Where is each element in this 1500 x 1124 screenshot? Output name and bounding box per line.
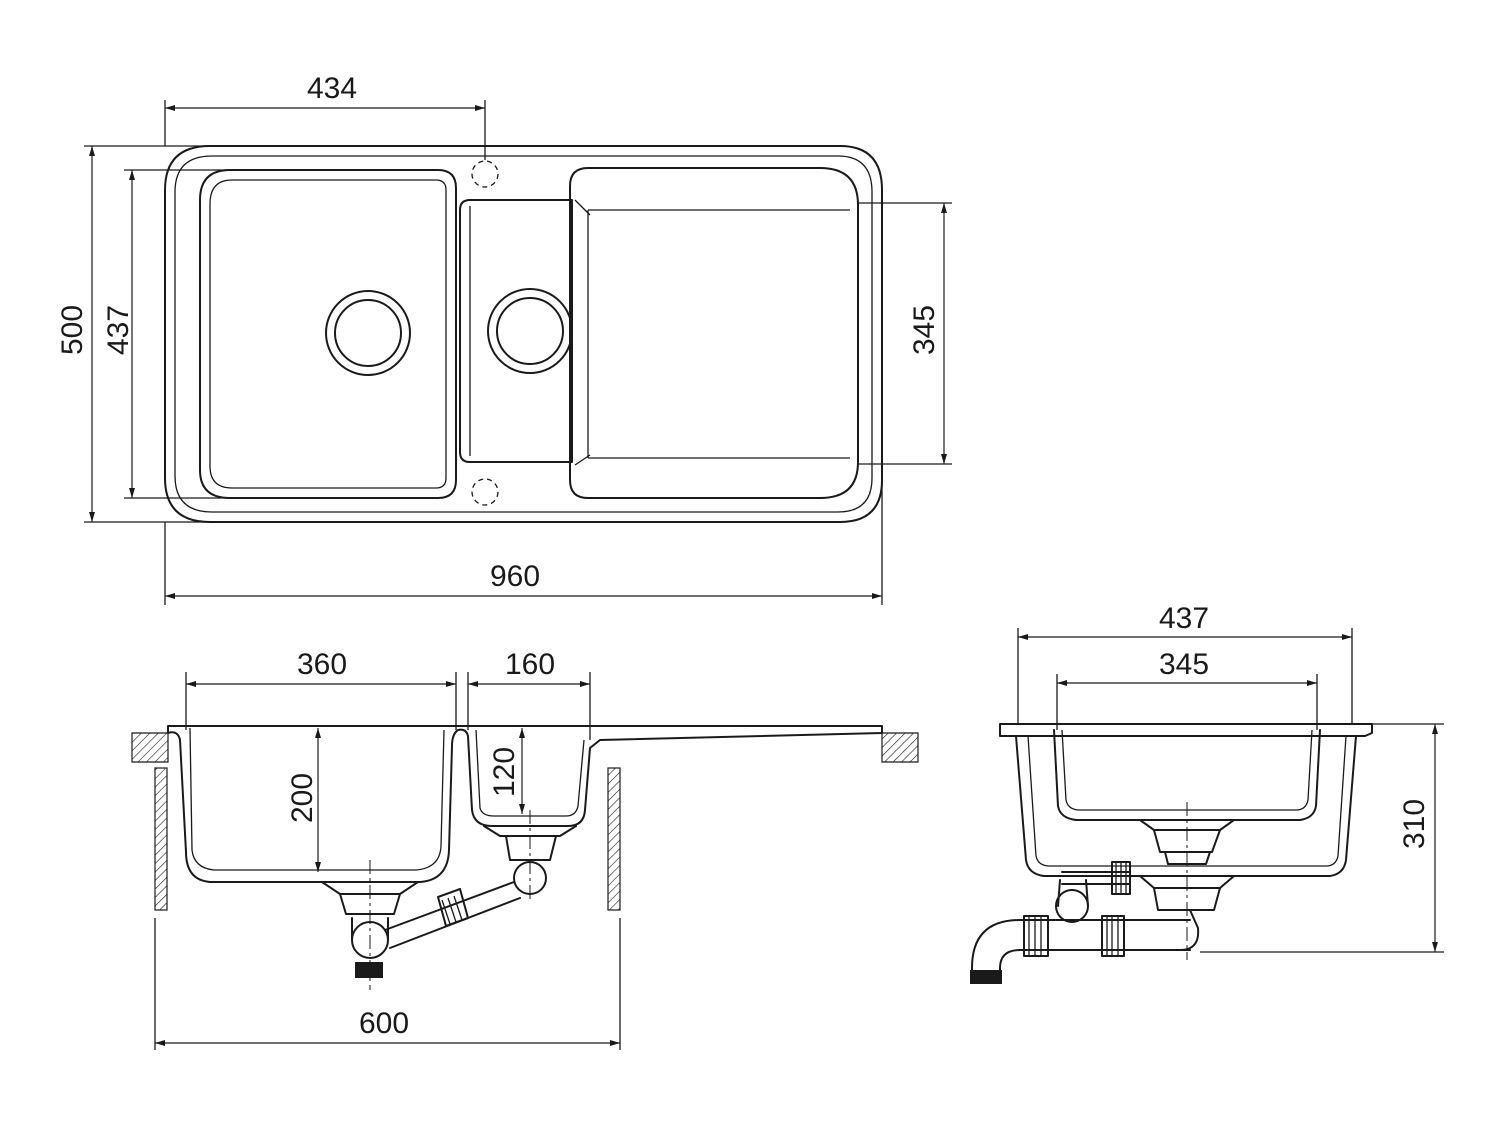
large-bowl-drain	[325, 290, 411, 376]
dim-front-small-bowl-height: 120	[488, 747, 521, 797]
sink-outline	[164, 145, 883, 523]
worktop-left	[131, 732, 169, 763]
worktop-right	[881, 732, 919, 763]
top-view: 434 960 500 437 345	[56, 72, 952, 605]
large-bowl-drain-inner	[334, 299, 402, 367]
large-bowl	[199, 169, 457, 499]
dim-drainer-depth: 345	[908, 305, 941, 355]
dim-top-depth: 500	[56, 305, 89, 355]
dim-side-inner-width: 345	[1159, 648, 1209, 681]
dim-bowl-depth: 437	[102, 305, 135, 355]
dim-bowl-left-width: 434	[307, 72, 357, 105]
dim-front-small-bowl-width: 160	[505, 648, 555, 681]
pipe-coupling	[437, 888, 469, 927]
side-inner-bowl	[1053, 729, 1321, 821]
dim-cabinet-width: 600	[359, 1007, 409, 1040]
sink-inner-rim	[174, 155, 873, 513]
side-sink-rim	[999, 723, 1373, 737]
side-coupling-upper	[1111, 861, 1131, 895]
front-sink-body	[167, 725, 883, 883]
large-bowl-inner	[209, 179, 447, 489]
side-view: 437 345 310	[970, 602, 1444, 984]
small-bowl-drain	[487, 288, 573, 374]
side-coupling-right	[1101, 915, 1125, 957]
tap-hole-bottom	[471, 478, 499, 506]
drainer	[569, 167, 859, 499]
front-outlet	[355, 962, 383, 978]
front-view: 360 160 200 120 600	[131, 648, 919, 1050]
side-outlet	[970, 970, 1002, 984]
tap-hole-top	[471, 160, 499, 188]
dim-side-outer-width: 437	[1159, 602, 1209, 635]
side-coupling-left	[1023, 915, 1049, 957]
dim-top-width: 960	[490, 560, 540, 593]
small-bowl	[459, 199, 573, 463]
dim-side-total-height: 310	[1398, 799, 1431, 849]
dim-front-bowl-height: 200	[286, 773, 319, 823]
side-outer-bowl	[1015, 735, 1357, 877]
cabinet-wall-right	[607, 767, 621, 911]
cabinet-wall-left	[154, 767, 168, 911]
dim-front-bowl-width: 360	[297, 648, 347, 681]
small-bowl-drain-inner	[496, 297, 564, 365]
